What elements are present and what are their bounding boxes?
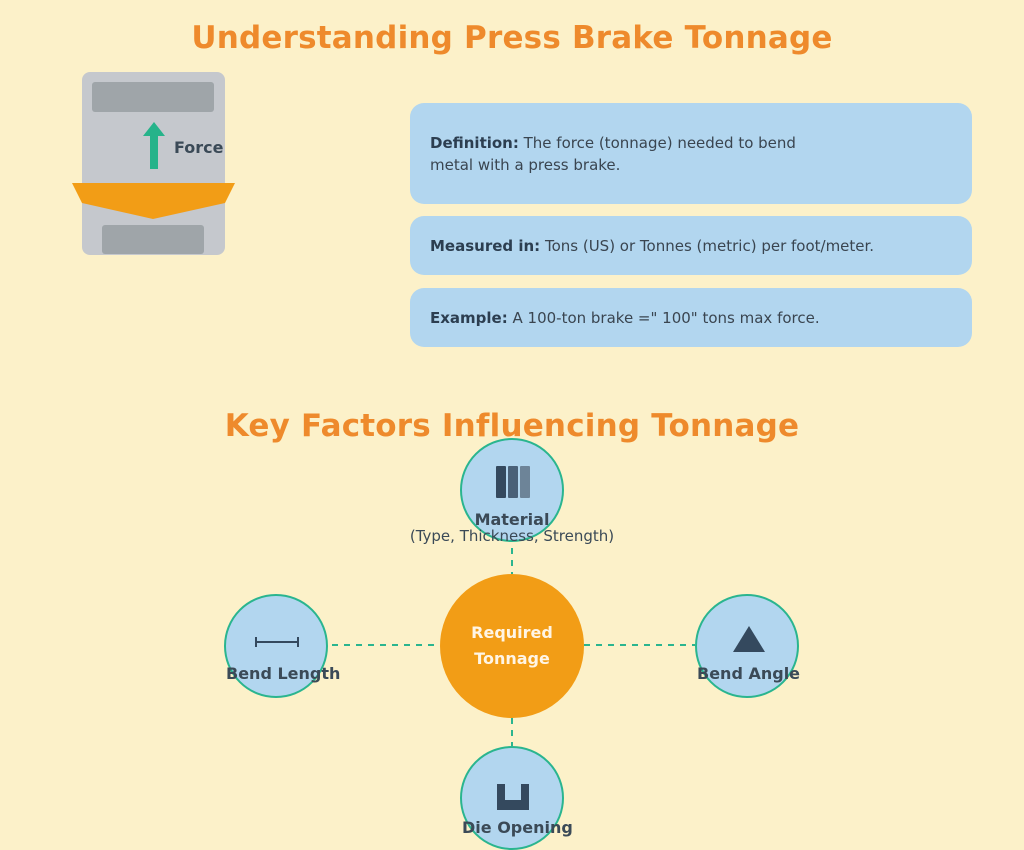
- force-label: Force: [174, 138, 224, 157]
- ruler-icon: [255, 637, 299, 647]
- upper-beam: [92, 82, 214, 112]
- example-label: Example:: [430, 308, 508, 327]
- press-brake-illustration: Force: [82, 72, 225, 255]
- measured-label: Measured in:: [430, 236, 541, 255]
- force-arrow-icon: [143, 122, 165, 169]
- factor-material: Material: [460, 438, 564, 542]
- definition-card: Definition: The force (tonnage) needed t…: [410, 103, 972, 204]
- example-card: Example: A 100-ton brake =" 100" tons ma…: [410, 288, 972, 347]
- die-icon: [497, 784, 529, 810]
- bend-angle-label: Bend Angle: [697, 664, 801, 683]
- material-label: Material: [474, 510, 550, 529]
- material-bars-icon: [496, 466, 530, 498]
- page-title: Understanding Press Brake Tonnage: [191, 20, 833, 56]
- lower-beam: [102, 225, 204, 254]
- definition-label: Definition:: [430, 133, 519, 152]
- factor-die-opening: Die Opening: [460, 746, 573, 850]
- center-line-2: Tonnage: [474, 649, 550, 668]
- die-opening-label: Die Opening: [462, 818, 573, 837]
- definition-text: The force (tonnage) needed to bend metal…: [430, 133, 796, 174]
- bend-length-label: Bend Length: [226, 664, 341, 683]
- example-text: A 100-ton brake =" 100" tons max force.: [507, 308, 820, 327]
- material-subtitle: (Type, Thickness, Strength): [409, 527, 615, 545]
- bent-plate-icon: [72, 183, 235, 219]
- factor-bend-angle: Bend Angle: [695, 594, 801, 698]
- factor-bend-length: Bend Length: [224, 594, 341, 698]
- triangle-icon: [733, 626, 765, 652]
- measured-card: Measured in: Tons (US) or Tonnes (metric…: [410, 216, 972, 275]
- measured-text: Tons (US) or Tonnes (metric) per foot/me…: [540, 236, 875, 255]
- center-line-1: Required: [471, 623, 553, 642]
- required-tonnage-node: Required Tonnage: [440, 574, 584, 718]
